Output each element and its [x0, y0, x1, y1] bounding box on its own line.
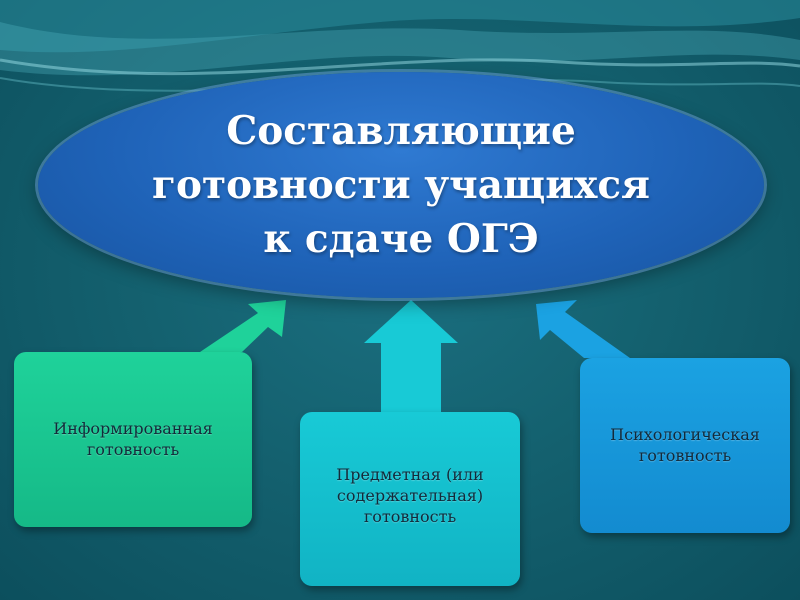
title-ellipse: Составляющие готовности учащихся к сдаче… — [38, 72, 764, 298]
main-title: Составляющие готовности учащихся к сдаче… — [152, 104, 650, 266]
title-line-2: готовности учащихся — [152, 162, 650, 208]
component-label: Психологическая готовность — [610, 425, 760, 465]
component-label: Предметная (или содержательная) готовнос… — [336, 465, 484, 526]
component-psychological: Психологическая готовность — [580, 358, 790, 533]
arrow-middle — [364, 300, 458, 412]
component-label: Информированная готовность — [53, 419, 213, 459]
title-line-1: Составляющие — [226, 108, 576, 154]
arrow-right — [536, 300, 630, 358]
component-informational: Информированная готовность — [14, 352, 252, 527]
component-subject: Предметная (или содержательная) готовнос… — [300, 412, 520, 586]
arrow-left — [200, 300, 286, 352]
title-line-3: к сдаче ОГЭ — [263, 216, 539, 262]
wave-decoration — [0, 0, 800, 92]
